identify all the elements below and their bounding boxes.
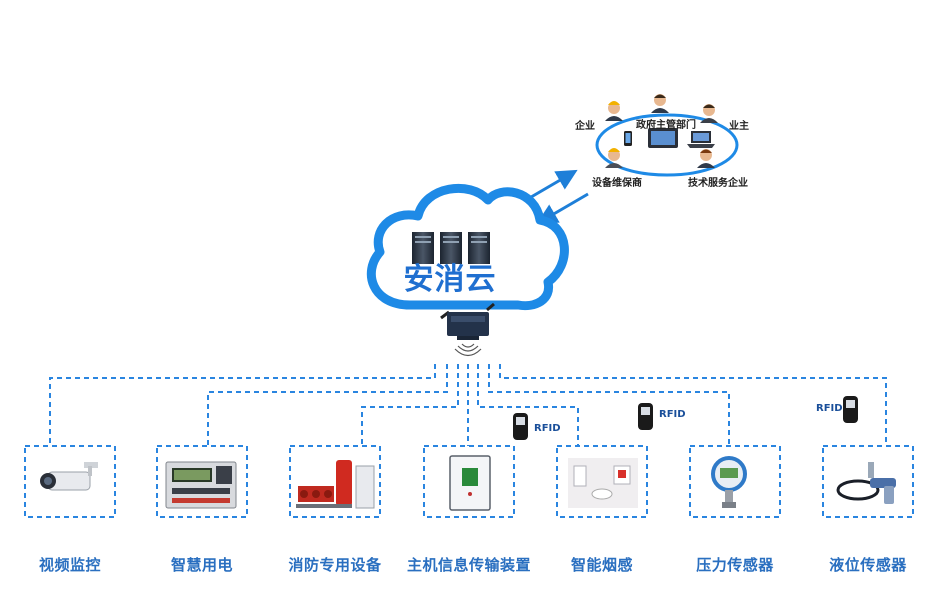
device-label-smart-power: 智慧用电 <box>170 556 233 574</box>
uplink-arrow <box>525 169 578 202</box>
stakeholder-tech-service: 技术服务企业 <box>688 178 748 189</box>
stakeholder-government: 政府主管部门 <box>636 120 696 131</box>
level-sensor-icon <box>836 462 896 504</box>
rfid-reader-icon <box>843 396 858 423</box>
person-icon <box>605 101 623 121</box>
rfid-label: RFID <box>534 423 561 434</box>
gateway-icon <box>440 302 495 340</box>
device-label-smoke-sensor: 智能烟感 <box>570 556 633 574</box>
pressure-gauge-icon <box>711 456 747 508</box>
stakeholder-maintainer: 设备维保商 <box>592 178 642 189</box>
server-icon <box>468 232 490 264</box>
rfid-reader-icon <box>513 413 528 440</box>
device-label-pressure-sensor: 压力传感器 <box>696 556 774 574</box>
stakeholder-enterprise: 企业 <box>575 121 595 132</box>
rfid-label: RFID <box>659 409 686 420</box>
device-label-transmission-host: 主机信息传输装置 <box>406 556 531 574</box>
transmission-host-icon <box>449 455 491 511</box>
device-label-fire-equipment: 消防专用设备 <box>288 556 382 574</box>
device-label-video: 视频监控 <box>38 556 101 574</box>
wireless-signal-icon <box>454 343 482 357</box>
person-icon <box>700 104 718 123</box>
cloud-shape <box>366 183 569 311</box>
person-icon <box>697 149 715 168</box>
rfid-reader-icon <box>638 403 653 430</box>
laptop-icon <box>687 131 715 148</box>
person-icon <box>651 94 669 113</box>
rfid-label: RFID <box>816 403 843 414</box>
stakeholder-ring <box>595 113 739 177</box>
device-label-level-sensor: 液位传感器 <box>829 556 907 574</box>
cloud-title: 安消云 <box>403 262 497 297</box>
server-icon <box>412 232 434 264</box>
power-monitor-icon <box>165 461 237 509</box>
server-icon <box>440 232 462 264</box>
dashed-connectors <box>49 364 887 446</box>
bullet-camera-icon <box>40 462 98 491</box>
fire-pump-icon <box>296 460 375 509</box>
smoke-detector-icon <box>568 458 638 508</box>
downlink-arrow <box>536 192 589 225</box>
stakeholder-owner: 业主 <box>729 121 749 132</box>
person-icon <box>605 148 623 168</box>
